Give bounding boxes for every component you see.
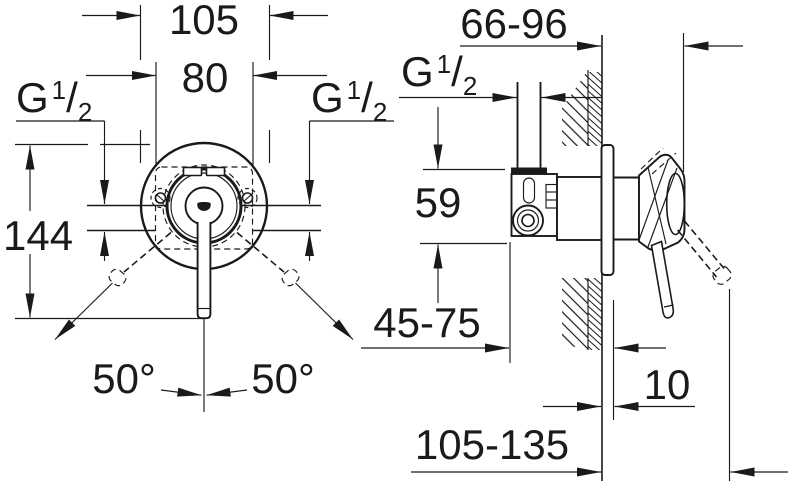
valve-body-side	[510, 173, 603, 241]
knob-ghost-edge	[640, 147, 664, 170]
lever-handle-front	[196, 222, 212, 320]
fixing-tab-right	[205, 166, 226, 177]
lever-handle-side	[650, 240, 675, 319]
side-view: G1/2 66-96 59 45-75 10	[361, 0, 788, 481]
supply-pipe-right	[242, 204, 321, 232]
dim-label-port-offset: 59	[415, 179, 462, 226]
dim-rough-in-depth: 45-75	[361, 299, 666, 353]
mounting-screw-left	[150, 187, 171, 209]
dim-label-swing-left: 50°	[92, 355, 156, 402]
dim-label-total-depth: 105-135	[415, 421, 569, 468]
fixing-slot	[522, 177, 536, 204]
mounting-screw-right	[237, 187, 258, 209]
wall-tile-hatch-bottom	[588, 278, 602, 350]
knob-ghost-edge-2	[651, 152, 677, 175]
shower-outlet-pipe	[511, 82, 547, 174]
lever-ghost-side	[676, 220, 732, 285]
handle-hub-slot	[197, 202, 211, 211]
knob-dome-cap	[665, 172, 686, 236]
handle-ghost-left	[108, 231, 172, 287]
front-view: 50° 50° 105 80	[3, 0, 394, 412]
handle-ghost-right	[236, 231, 300, 287]
dim-swing-angle-right: 50°	[206, 282, 354, 402]
wall-hatch-bottom	[562, 278, 588, 350]
cartridge-housing	[556, 176, 603, 241]
supply-pipe-left	[87, 204, 166, 232]
dim-label-rough-in-depth: 45-75	[373, 299, 480, 346]
dim-port-offset: 59	[415, 107, 507, 303]
dim-total-height: 144	[3, 143, 203, 320]
dim-body-width: 80	[86, 54, 327, 167]
connector-bracket	[545, 183, 558, 209]
pipe-flange	[511, 167, 547, 174]
dim-label-handle-to-wall: 66-96	[460, 0, 567, 47]
outlet-port	[512, 204, 544, 237]
dim-plate-clearance: 10	[543, 361, 695, 411]
fixing-tab-left	[182, 166, 203, 177]
dim-handle-to-wall: 66-96	[460, 0, 743, 51]
wall-tile-hatch-top	[588, 72, 602, 146]
dim-label-plate-clearance: 10	[644, 361, 691, 408]
dim-label-plate-diameter: 105	[169, 0, 239, 43]
wall-section	[562, 35, 603, 481]
dim-plate-diameter: 105	[82, 0, 328, 163]
dim-label-total-height: 144	[3, 212, 73, 259]
dim-label-body-width: 80	[182, 54, 229, 101]
dim-total-depth: 105-135	[411, 421, 788, 477]
handle-knob-side	[613, 147, 686, 252]
escutcheon-plate-side	[600, 144, 615, 276]
dim-label-swing-right: 50°	[251, 355, 315, 402]
wall-hatch-top	[562, 70, 588, 146]
dim-swing-angle-left: 50°	[54, 282, 202, 402]
